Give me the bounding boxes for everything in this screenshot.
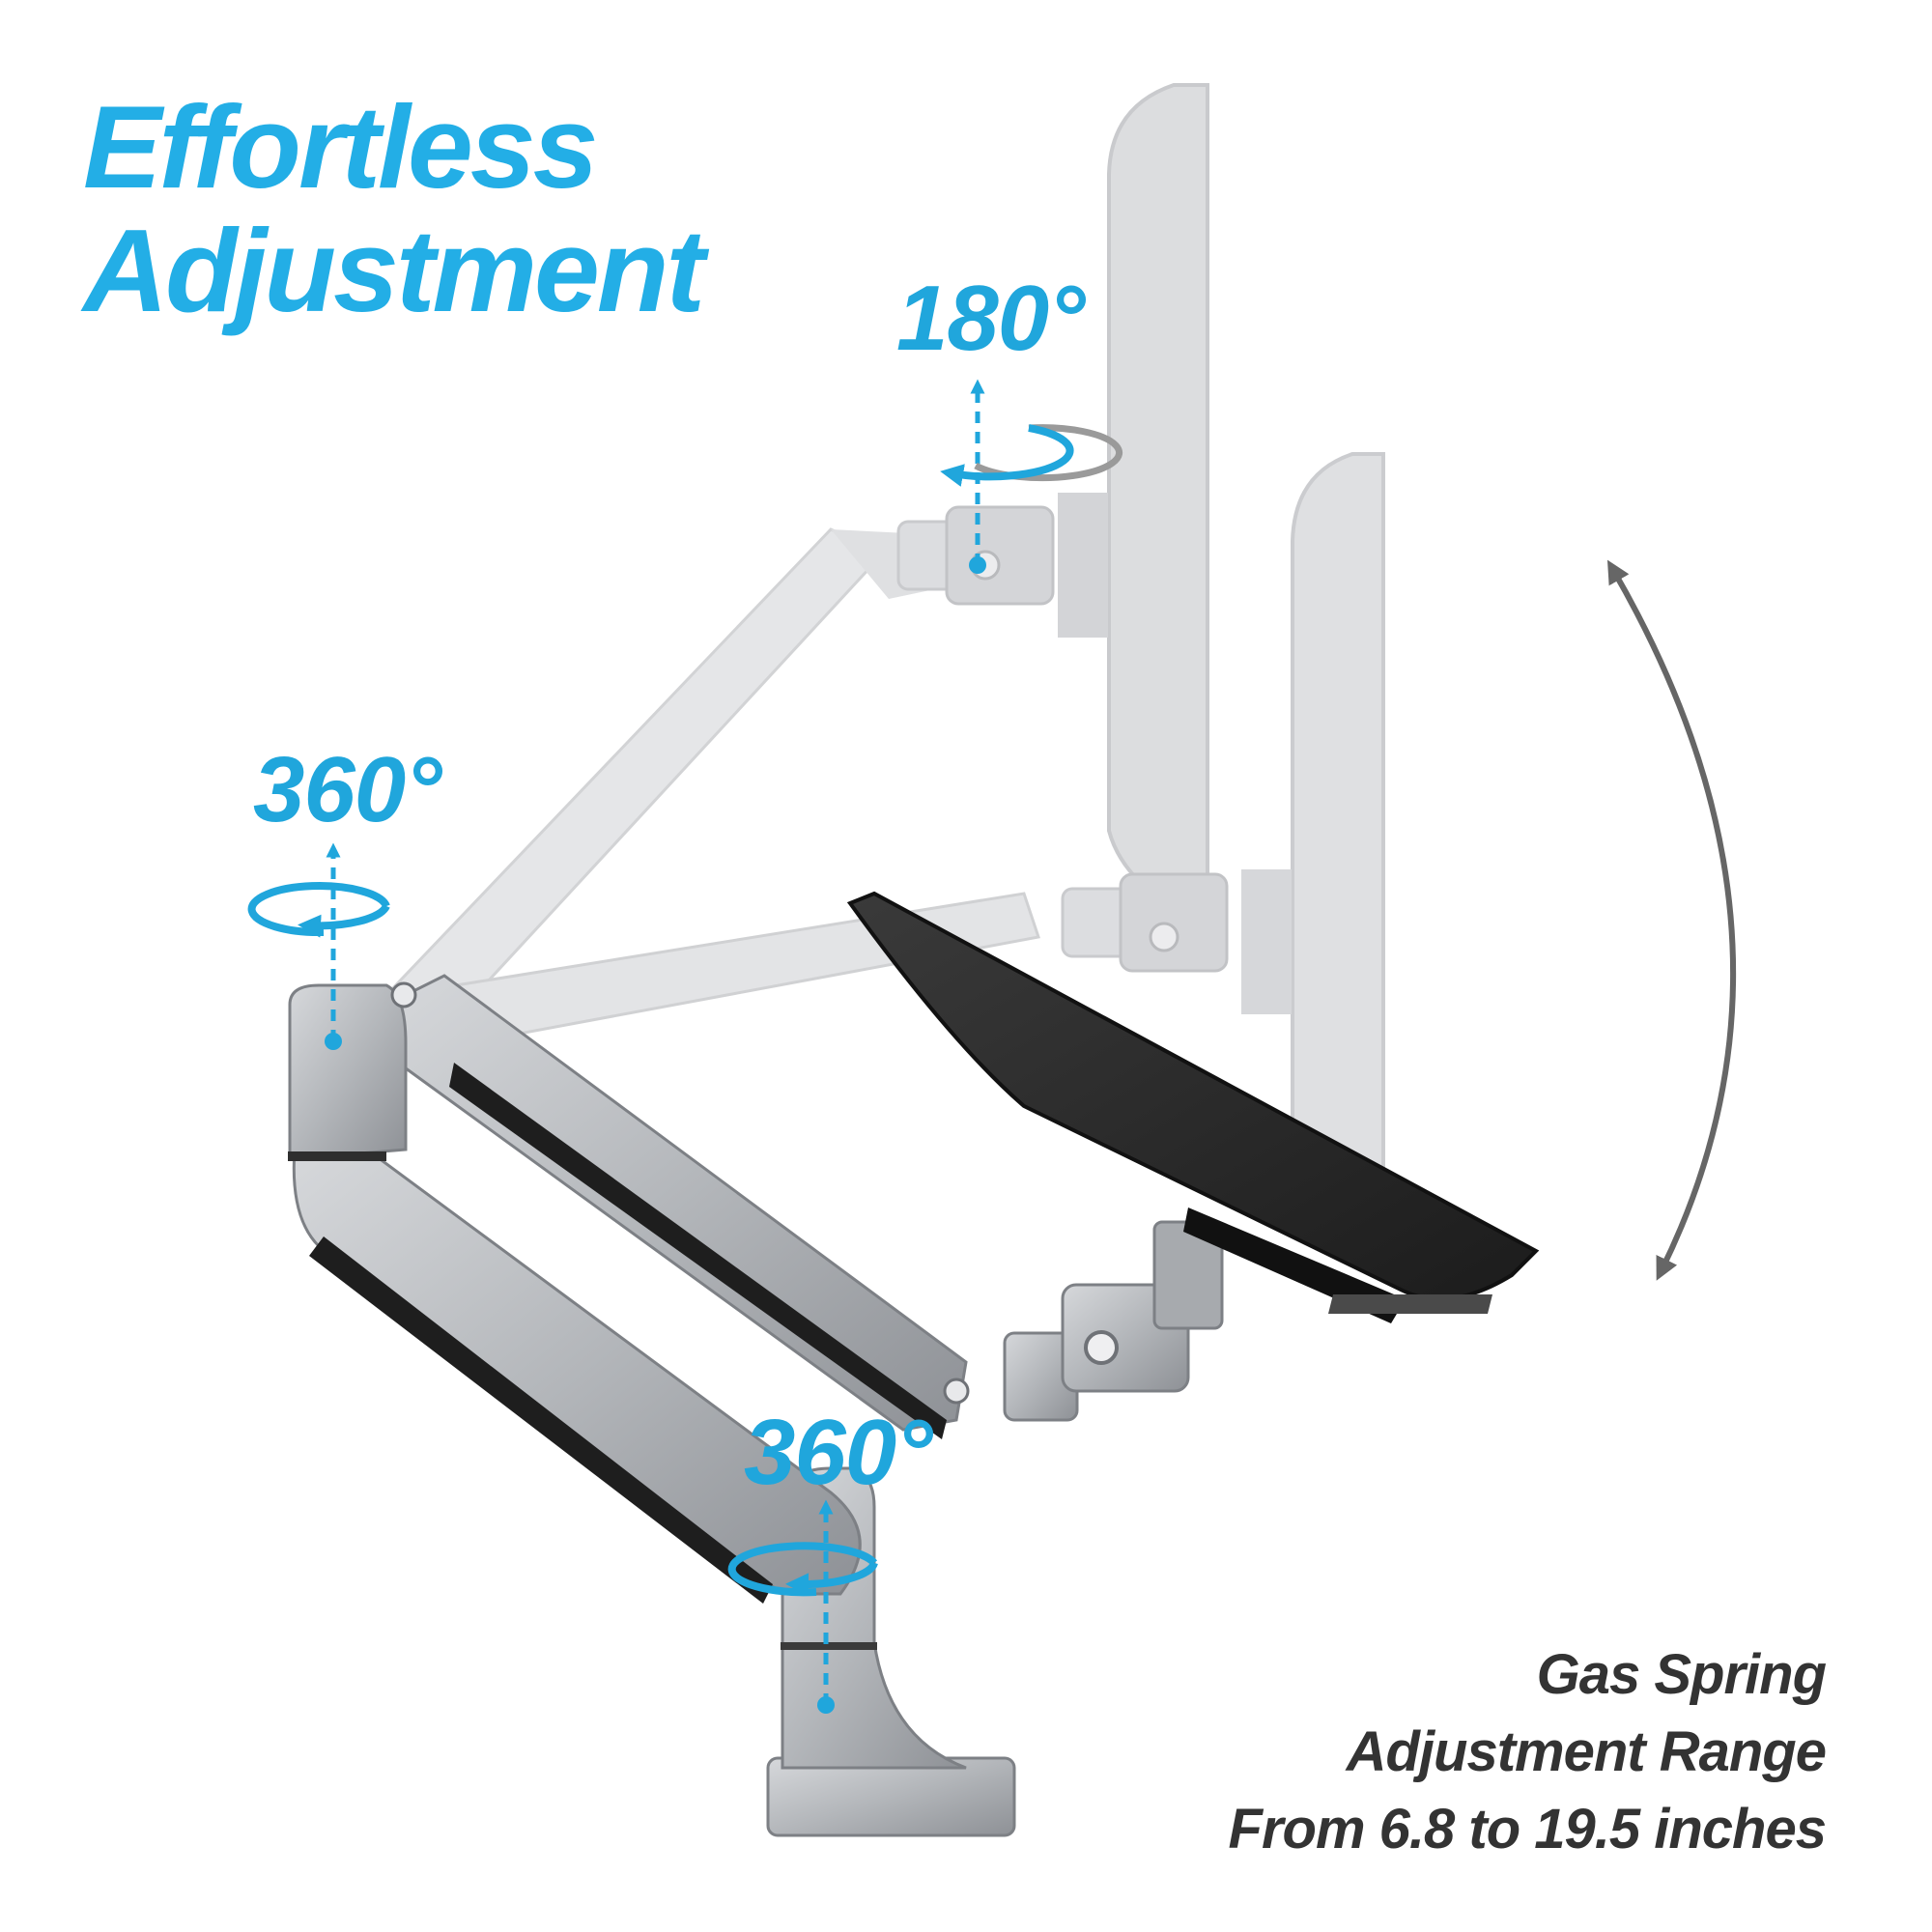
caption-line-3: From 6.8 to 19.5 inches (1228, 1798, 1827, 1861)
rotation-label-middle: 360° (253, 738, 442, 841)
ghost-monitor-upper (1058, 83, 1209, 908)
arm-joint-column (288, 981, 417, 1161)
headline: Effortless Adjustment (83, 81, 705, 337)
rotation-arrow-icon (247, 882, 390, 938)
rotation-label-base: 360° (744, 1401, 933, 1504)
ghost-monitor-lower (1241, 452, 1385, 1258)
headline-line-2: Adjustment (83, 205, 705, 337)
rotation-axis-middle (325, 842, 342, 1050)
lower-arm (292, 1148, 862, 1604)
headline-line-1: Effortless (83, 81, 599, 213)
tilt-head (1003, 1220, 1224, 1422)
rotation-axis-base (817, 1499, 835, 1714)
main-monitor (846, 891, 1540, 1323)
ghost-arm-raised (384, 505, 1055, 1036)
caption-line-1: Gas Spring (1536, 1643, 1827, 1706)
rotation-label-top: 180° (896, 267, 1086, 370)
adjustment-range-caption: Gas Spring Adjustment Range From 6.8 to … (1228, 1636, 1827, 1868)
caption-line-2: Adjustment Range (1346, 1720, 1827, 1784)
rotation-arrow-icon (727, 1542, 878, 1597)
double-headed-arc-arrow-icon (1606, 559, 1737, 1281)
rotation-arrow-icon (940, 424, 1123, 487)
